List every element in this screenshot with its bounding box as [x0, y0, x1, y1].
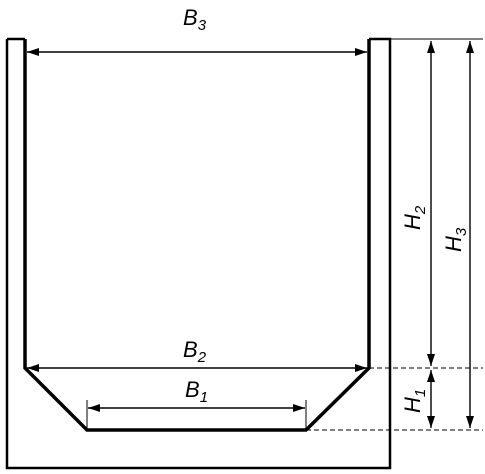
b2-label: B2	[183, 337, 207, 366]
b1-label: B1	[185, 377, 208, 406]
b3-label: B3	[183, 5, 207, 34]
h2-label: H2	[400, 205, 429, 230]
channel-profile	[23, 39, 371, 432]
h3-label: H3	[441, 227, 470, 252]
h1-label: H1	[400, 389, 429, 413]
